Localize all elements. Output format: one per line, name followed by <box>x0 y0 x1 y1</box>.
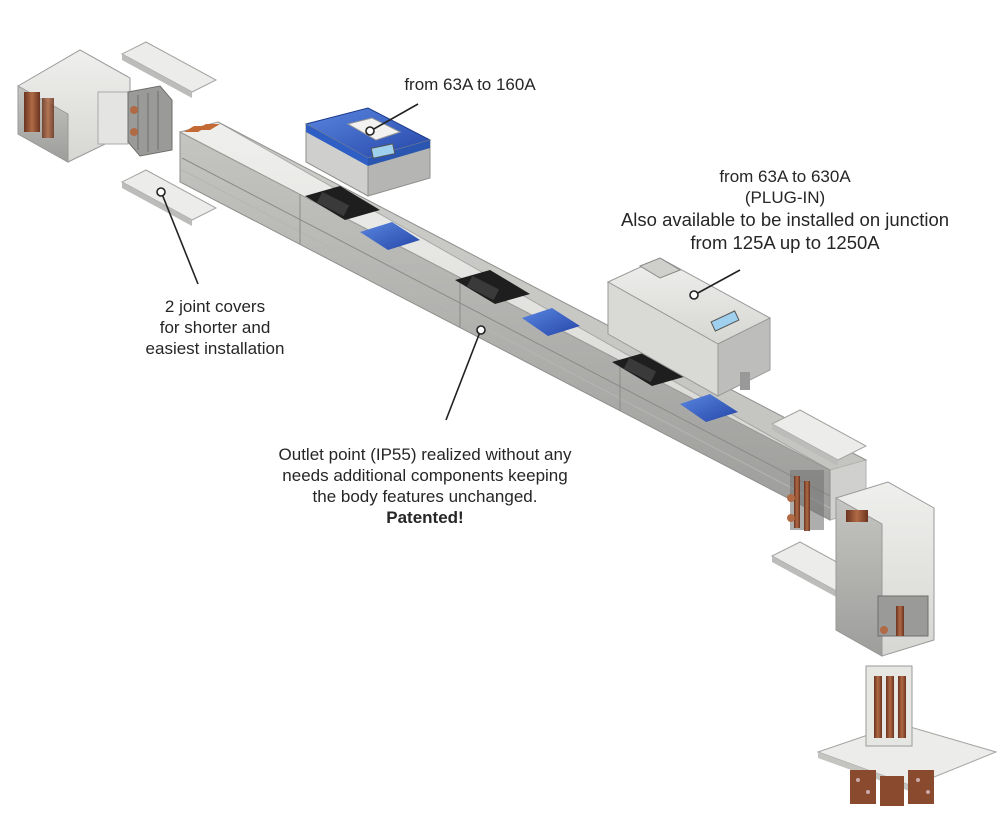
busway-end-copper-left <box>184 124 220 132</box>
end-feeder-flange <box>816 665 998 806</box>
outlet-point-2 <box>455 270 580 336</box>
callout-line: easiest installation <box>145 339 285 358</box>
callout-joint-covers: 2 joint covers for shorter and easiest i… <box>95 296 335 359</box>
callout-line: from 63A to 160A <box>404 75 536 94</box>
elbow-terminal-fins <box>127 85 173 157</box>
plug-in-box <box>606 257 772 397</box>
outlet-point-1 <box>305 186 420 250</box>
callout-line: 2 joint covers <box>164 297 266 316</box>
callout-line: the body features unchanged. <box>312 487 538 506</box>
elbow-section-bottom-right <box>835 481 935 657</box>
callout-emphasis: Patented! <box>386 508 464 527</box>
joint-cover-plate-upper <box>120 41 218 98</box>
callout-line: from 63A to 630A <box>719 167 851 186</box>
busway-end-copper-right <box>787 470 824 531</box>
callout-plugin-unit: from 63A to 630A (PLUG-IN) Also availabl… <box>575 166 995 254</box>
callout-line: (PLUG-IN) <box>744 188 826 207</box>
callout-line: from 125A up to 1250A <box>690 232 880 253</box>
elbow-section-top-left <box>17 49 173 163</box>
callout-line: Outlet point (IP55) realized without any <box>278 445 572 464</box>
callout-leader-outlet-point <box>445 325 486 421</box>
callout-line: Also available to be installed on juncti… <box>620 209 950 230</box>
callout-leader-joint-covers <box>156 187 199 285</box>
callout-outlet-point: Outlet point (IP55) realized without any… <box>225 444 625 528</box>
joint-cover-plate-lower <box>120 169 218 226</box>
joint-cover-plate-right-upper <box>770 409 868 466</box>
callout-line: for shorter and <box>159 318 271 337</box>
callout-leader-plugin-unit <box>689 269 741 300</box>
callout-leader-top-unit <box>365 103 419 136</box>
outlet-point-3 <box>612 352 738 422</box>
callout-line: needs additional components keeping <box>282 466 568 485</box>
callout-top-unit: from 63A to 160A <box>340 74 600 95</box>
